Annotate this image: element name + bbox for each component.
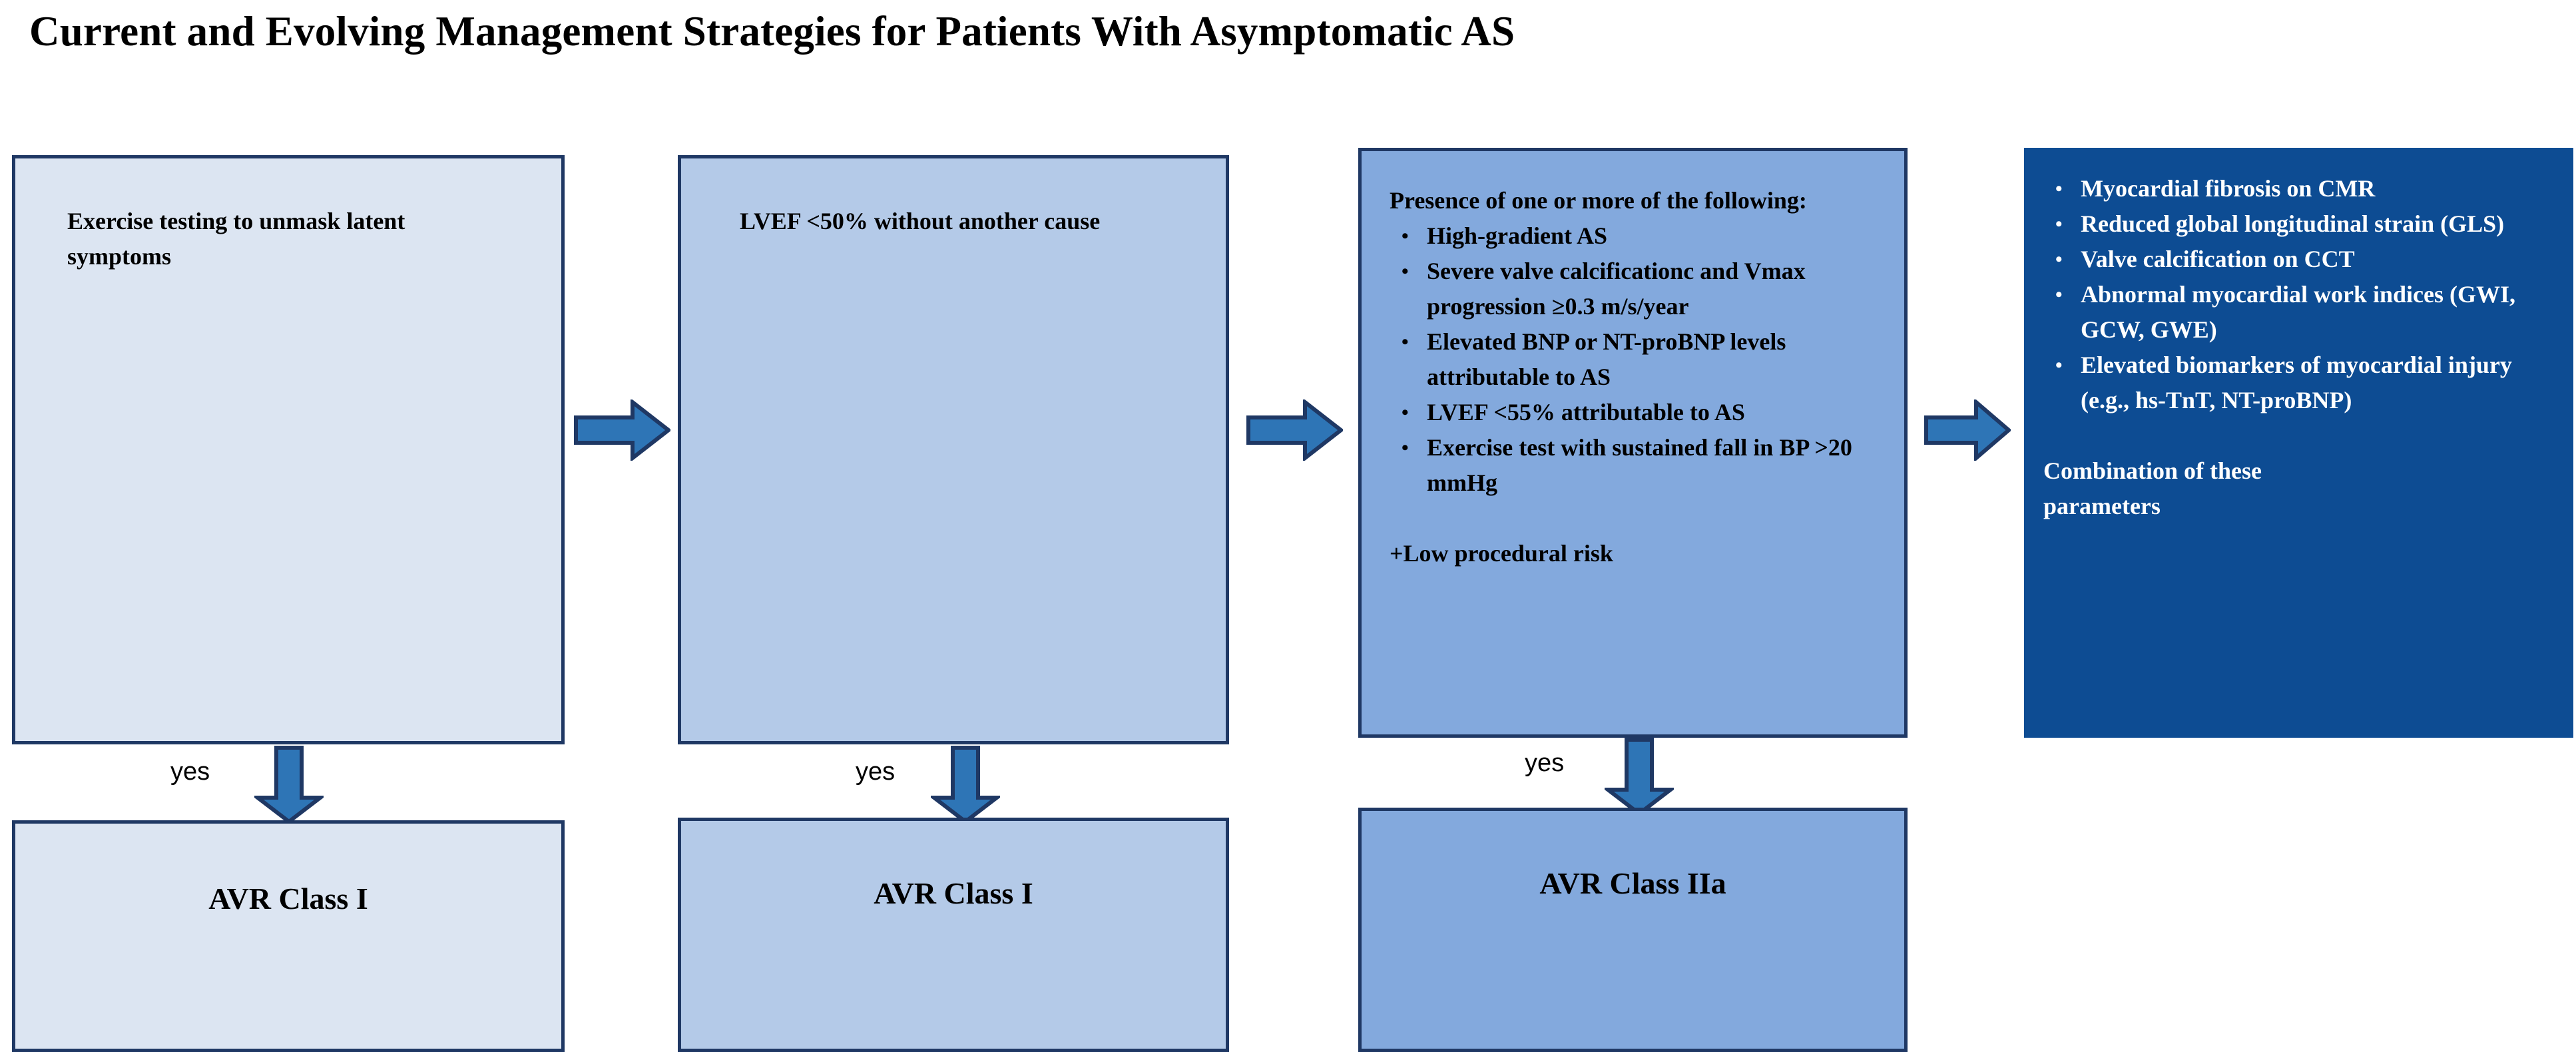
emerging-parameters-tail-text: Combination of these parameters <box>2043 457 2262 519</box>
list-item: High-gradient AS <box>1390 218 1890 254</box>
arrow-right-step3-to-step4 <box>1924 399 2011 461</box>
edge-label-yes-2: yes <box>856 758 896 786</box>
page-title: Current and Evolving Management Strategi… <box>29 8 1515 55</box>
list-item: Severe valve calcificationc and Vmax pro… <box>1390 254 1890 324</box>
list-item: Reduced global longitudinal strain (GLS) <box>2043 206 2558 242</box>
outcome-box-avr-class-i-2[interactable]: AVR Class I <box>678 818 1229 1052</box>
criteria-bullet-list: High-gradient AS Severe valve calcificat… <box>1390 218 1890 501</box>
outcome-box-avr-class-i-2-label: AVR Class I <box>874 876 1033 910</box>
arrow-right-step2-to-step3 <box>1246 399 1343 461</box>
edge-label-yes-1: yes <box>170 758 210 786</box>
list-item: Exercise test with sustained fall in BP … <box>1390 430 1890 501</box>
decision-box-lvef-text: LVEF <50% without another cause <box>740 208 1101 234</box>
list-item: Elevated biomarkers of myocardial injury… <box>2043 348 2558 418</box>
outcome-box-avr-class-i-1-label: AVR Class I <box>208 882 368 916</box>
arrow-down-step1-to-outcome1 <box>254 746 324 824</box>
edge-label-yes-3: yes <box>1525 749 1565 777</box>
criteria-lead-text: Presence of one or more of the following… <box>1390 187 1807 214</box>
arrow-right-step1-to-step2 <box>574 399 670 461</box>
arrow-down-step2-to-outcome2 <box>931 746 1000 824</box>
criteria-tail-text: +Low procedural risk <box>1390 540 1613 567</box>
list-item: LVEF <55% attributable to AS <box>1390 395 1890 430</box>
emerging-parameters-box[interactable]: Myocardial fibrosis on CMR Reduced globa… <box>2024 148 2573 738</box>
list-item: Valve calcification on CCT <box>2043 242 2558 277</box>
list-item: Myocardial fibrosis on CMR <box>2043 171 2558 206</box>
outcome-box-avr-class-i-1[interactable]: AVR Class I <box>12 820 565 1052</box>
decision-box-exercise-testing-text: Exercise testing to unmask latent sympto… <box>67 208 405 270</box>
outcome-box-avr-class-iia[interactable]: AVR Class IIa <box>1358 808 1908 1052</box>
decision-box-exercise-testing[interactable]: Exercise testing to unmask latent sympto… <box>12 155 565 744</box>
decision-box-criteria[interactable]: Presence of one or more of the following… <box>1358 148 1908 738</box>
list-item: Elevated BNP or NT-proBNP levels attribu… <box>1390 324 1890 395</box>
list-item: Abnormal myocardial work indices (GWI, G… <box>2043 277 2558 348</box>
emerging-parameters-bullet-list: Myocardial fibrosis on CMR Reduced globa… <box>2043 171 2558 418</box>
outcome-box-avr-class-iia-label: AVR Class IIa <box>1539 866 1726 900</box>
decision-box-lvef[interactable]: LVEF <50% without another cause <box>678 155 1229 744</box>
arrow-down-step3-to-outcome3 <box>1605 738 1674 816</box>
